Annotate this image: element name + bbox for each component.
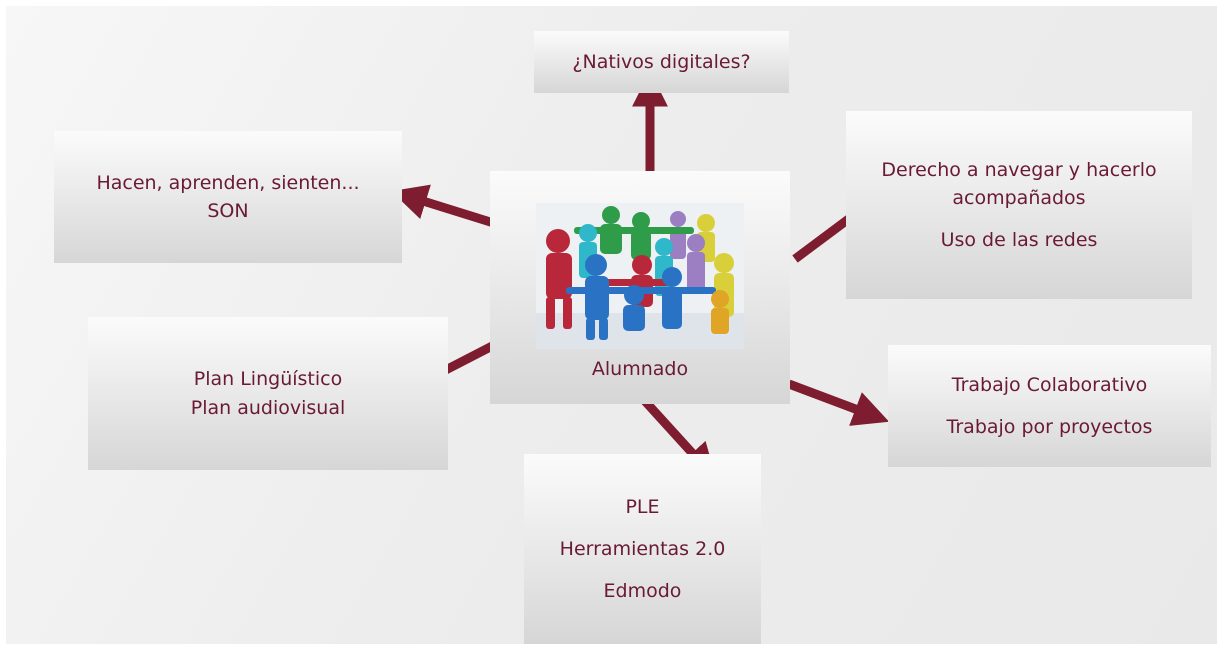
center-node: Alumnado xyxy=(490,171,790,404)
node-bottom-right-line-1: Trabajo Colaborativo xyxy=(951,373,1148,396)
node-bottom-left-line-2: Plan audiovisual xyxy=(190,396,346,419)
node-bottom-line-2: Herramientas 2.0 xyxy=(559,537,726,560)
node-top-right-line-2: acompañados xyxy=(952,186,1086,209)
node-top-right: Derecho a navegar y hacerlo acompañados … xyxy=(846,111,1192,299)
node-top-left-line-2: SON xyxy=(207,200,249,222)
node-top-right-line-1: Derecho a navegar y hacerlo xyxy=(881,158,1157,181)
node-bottom-line-1: PLE xyxy=(625,495,660,518)
node-top: ¿Nativos digitales? xyxy=(534,31,789,93)
arrow-to-bottom-right xyxy=(787,379,890,426)
node-bottom-left-line-1: Plan Lingüístico xyxy=(193,368,343,391)
node-top-line-1: ¿Nativos digitales? xyxy=(572,50,751,73)
node-bottom-left: Plan Lingüístico Plan audiovisual xyxy=(88,317,448,470)
node-bottom-right: Trabajo Colaborativo Trabajo por proyect… xyxy=(888,345,1211,467)
arrow-to-top-left xyxy=(391,184,502,230)
node-top-right-line-3: Uso de las redes xyxy=(940,229,1098,252)
node-top-left-line-1: Hacen, aprenden, sienten... xyxy=(96,171,360,194)
paper-children-figures xyxy=(546,206,734,340)
center-label: Alumnado xyxy=(591,358,689,380)
children-circle-image xyxy=(536,203,744,349)
node-bottom-right-line-2: Trabajo por proyectos xyxy=(946,416,1153,438)
node-bottom: PLE Herramientas 2.0 Edmodo xyxy=(524,454,761,644)
diagram-canvas: Alumnado ¿Nativos digitales? Hacen, apre… xyxy=(6,6,1217,644)
node-top-left: Hacen, aprenden, sienten... SON xyxy=(54,131,402,263)
node-bottom-line-3: Edmodo xyxy=(603,580,682,603)
arrow-to-bottom xyxy=(640,396,717,480)
